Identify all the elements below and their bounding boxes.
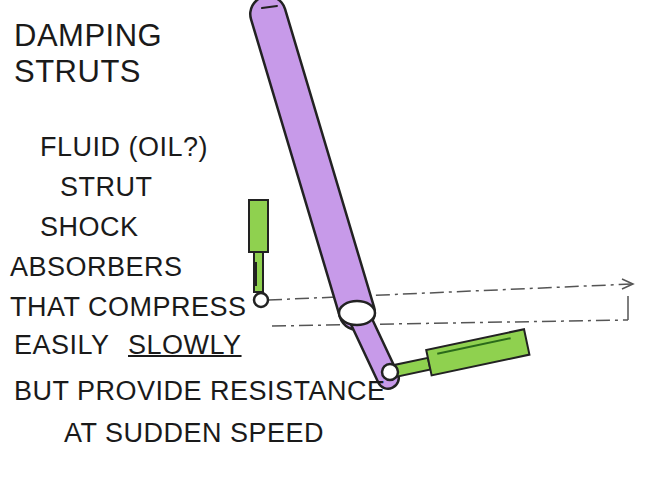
main-strut bbox=[268, 14, 357, 312]
note-text: ABSORBERS bbox=[10, 252, 183, 283]
note-text: SLOWLY bbox=[128, 330, 242, 361]
damper-strut bbox=[437, 338, 510, 354]
dashed-guide bbox=[268, 279, 633, 326]
note-text: BUT PROVIDE RESISTANCE bbox=[14, 376, 386, 407]
damper-strut bbox=[426, 329, 529, 375]
note-text: THAT COMPRESS bbox=[10, 292, 247, 323]
pivot-joint bbox=[339, 301, 375, 325]
main-strut bbox=[262, 6, 277, 8]
note-text: STRUT bbox=[60, 172, 153, 203]
damper-strut bbox=[254, 252, 263, 292]
dashed-guide bbox=[627, 296, 629, 320]
damper-strut bbox=[387, 329, 529, 384]
note-text: SHOCK bbox=[40, 212, 139, 243]
main-strut bbox=[268, 14, 357, 312]
dashed-guide bbox=[272, 320, 628, 326]
note-text: EASILY bbox=[14, 330, 110, 361]
damper-strut bbox=[255, 262, 257, 286]
pivot-joint bbox=[254, 293, 268, 307]
damper-strut bbox=[249, 200, 268, 252]
title: DAMPING STRUTS bbox=[14, 18, 244, 89]
dashed-guide bbox=[268, 284, 632, 300]
main-strut bbox=[262, 6, 388, 378]
note-text: AT SUDDEN SPEED bbox=[64, 418, 324, 449]
dashed-guide bbox=[622, 279, 633, 289]
damper-strut bbox=[249, 200, 268, 307]
note-text: FLUID (OIL?) bbox=[40, 132, 208, 163]
